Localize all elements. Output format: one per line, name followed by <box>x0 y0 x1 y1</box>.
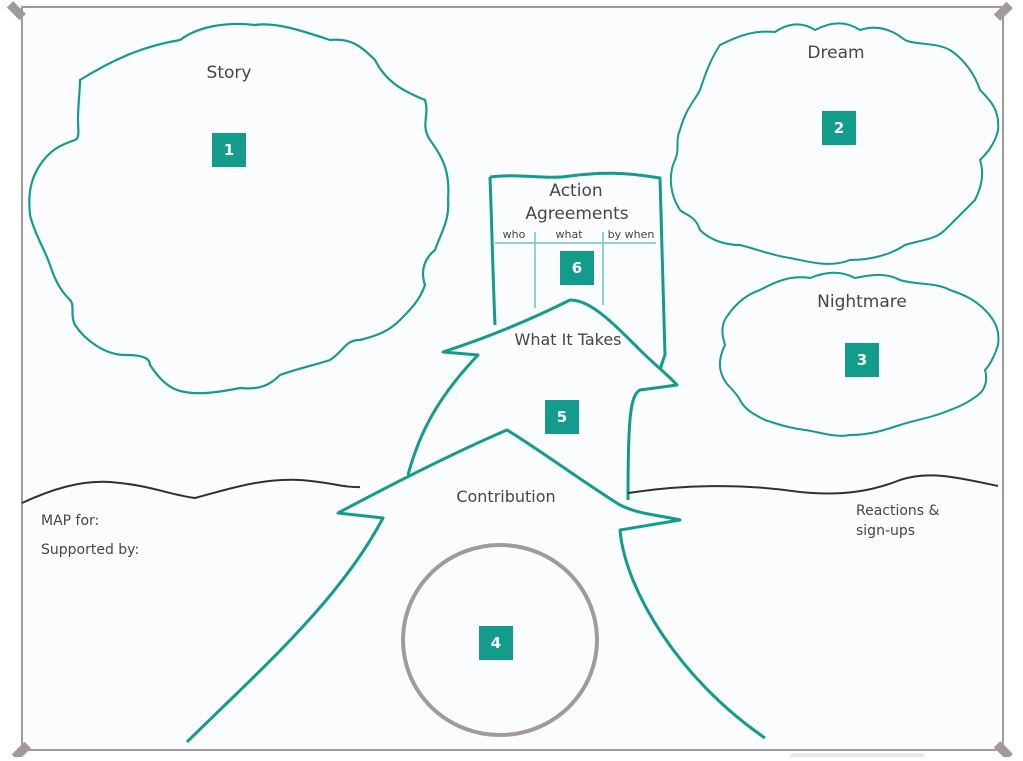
action-agreements-number-badge: 6 <box>560 251 594 285</box>
column-header-what: what <box>555 228 583 241</box>
contribution-arrow <box>185 428 766 744</box>
contribution-title: Contribution <box>456 487 556 506</box>
what-it-takes-number-badge: 5 <box>545 400 579 434</box>
gifts-circle <box>401 543 599 737</box>
gifts-number-badge: 4 <box>479 626 513 660</box>
horizon-left <box>21 478 361 504</box>
action-agreements-title-line2: Agreements <box>525 204 629 224</box>
what-it-takes-title: What It Takes <box>514 330 622 349</box>
column-header-who: who <box>502 228 526 241</box>
dream-cloud <box>669 22 1000 265</box>
action-agreements-scroll-left <box>488 176 497 326</box>
scroll-hint <box>790 753 925 759</box>
reactions-label-line2: sign-ups <box>856 523 916 539</box>
corner-tab-top-left <box>6 1 26 21</box>
action-agreements-scroll <box>489 171 667 379</box>
paper-frame <box>21 6 1004 751</box>
nightmare-number-badge: 3 <box>845 343 879 377</box>
dream-number-badge: 2 <box>822 111 856 145</box>
supported-by-label: Supported by: <box>41 542 140 558</box>
dream-title: Dream <box>807 43 865 63</box>
corner-tab-bottom-left <box>11 741 31 761</box>
horizon-right <box>627 474 999 495</box>
map-for-label: MAP for: <box>41 513 100 529</box>
reactions-label-line1: Reactions & <box>856 503 940 519</box>
nightmare-title: Nightmare <box>817 292 907 312</box>
story-title: Story <box>206 63 252 83</box>
column-header-by-when: by when <box>607 228 655 241</box>
corner-tab-bottom-right <box>993 741 1013 761</box>
nightmare-cloud <box>718 271 1000 437</box>
story-cloud <box>28 22 450 395</box>
action-agreements-title-line1: Action <box>549 181 603 201</box>
story-number-badge: 1 <box>212 133 246 167</box>
corner-tab-top-right <box>993 1 1013 21</box>
